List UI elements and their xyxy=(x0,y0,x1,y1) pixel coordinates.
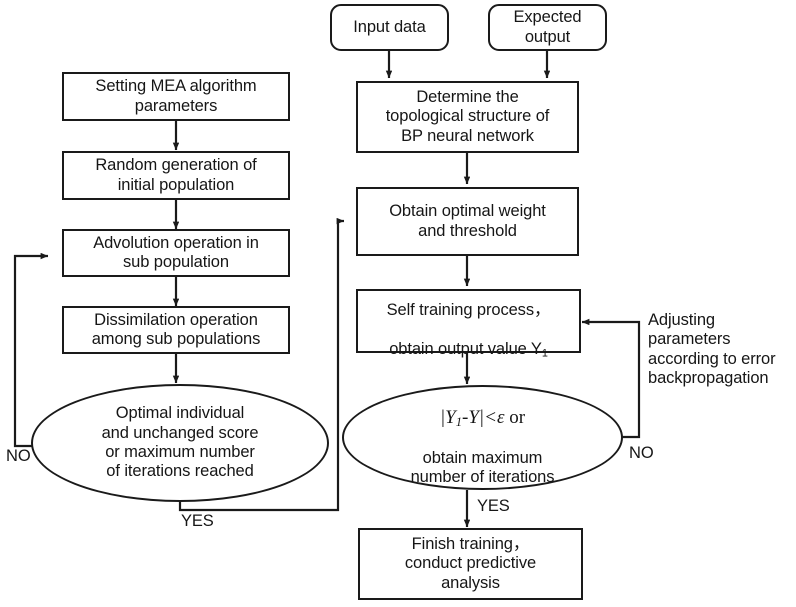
node-obtain-optimal-weight[interactable]: Obtain optimal weight and threshold xyxy=(356,187,579,256)
node-expected-output-label: Expected output xyxy=(513,8,582,46)
edge-label-mea-yes: YES xyxy=(181,512,214,530)
node-mea-decision[interactable]: Optimal individual and unchanged score o… xyxy=(31,384,329,502)
node-self-training-process-text: Self training process， obtain output val… xyxy=(387,282,551,360)
node-dissimilation-operation-label: Dissimilation operation among sub popula… xyxy=(91,310,261,348)
node-advolution-operation[interactable]: Advolution operation in sub population xyxy=(62,229,290,277)
bp-math-mid: -Y|< xyxy=(462,406,497,428)
node-self-training-subscript: 1 xyxy=(541,347,548,360)
edge-mea-yes-loop xyxy=(178,217,345,512)
node-advolution-operation-label: Advolution operation in sub population xyxy=(93,233,259,271)
node-input-data-label: Input data xyxy=(353,17,426,36)
node-self-training-process[interactable]: Self training process， obtain output val… xyxy=(356,289,581,359)
node-mea-decision-label: Optimal individual and unchanged score o… xyxy=(101,404,259,481)
edge-label-adjusting-parameters: Adjusting parameters according to error … xyxy=(648,311,776,387)
node-self-training-line2: obtain output value Y xyxy=(389,339,542,358)
node-self-training-line1: Self training process， xyxy=(386,301,551,320)
node-determine-topology[interactable]: Determine the topological structure of B… xyxy=(356,81,579,153)
node-finish-training-label: Finish training， conduct predictive anal… xyxy=(404,535,537,592)
node-random-generation[interactable]: Random generation of initial population xyxy=(62,151,290,200)
node-random-generation-label: Random generation of initial population xyxy=(95,156,257,194)
node-bp-decision-math: |Y1-Y|<ε or xyxy=(439,406,526,429)
node-obtain-optimal-weight-label: Obtain optimal weight and threshold xyxy=(389,202,546,240)
edge-label-bp-yes: YES xyxy=(477,497,510,515)
node-setting-mea-parameters[interactable]: Setting MEA algorithm parameters xyxy=(62,72,290,121)
node-setting-mea-parameters-label: Setting MEA algorithm parameters xyxy=(95,77,257,115)
edge-label-bp-no: NO xyxy=(629,444,654,462)
node-dissimilation-operation[interactable]: Dissimilation operation among sub popula… xyxy=(62,306,290,354)
edge-mea-no-loop xyxy=(13,252,49,448)
node-expected-output[interactable]: Expected output xyxy=(488,4,607,51)
edge-label-mea-no: NO xyxy=(6,447,31,465)
bp-math-subscript: 1 xyxy=(455,414,462,429)
node-bp-decision[interactable]: |Y1-Y|<ε or obtain maximum number of ite… xyxy=(342,385,623,490)
bp-math-pre: |Y xyxy=(439,406,456,428)
edge-bp-no-loop xyxy=(581,318,641,439)
bp-math-epsilon: ε xyxy=(496,406,505,428)
node-determine-topology-label: Determine the topological structure of B… xyxy=(385,88,550,145)
bp-math-post: or xyxy=(504,406,526,428)
node-bp-decision-rest: obtain maximum number of iterations xyxy=(410,448,555,487)
node-input-data[interactable]: Input data xyxy=(330,4,449,51)
node-bp-decision-text: |Y1-Y|<ε or obtain maximum number of ite… xyxy=(411,388,555,488)
node-finish-training[interactable]: Finish training， conduct predictive anal… xyxy=(358,528,583,600)
